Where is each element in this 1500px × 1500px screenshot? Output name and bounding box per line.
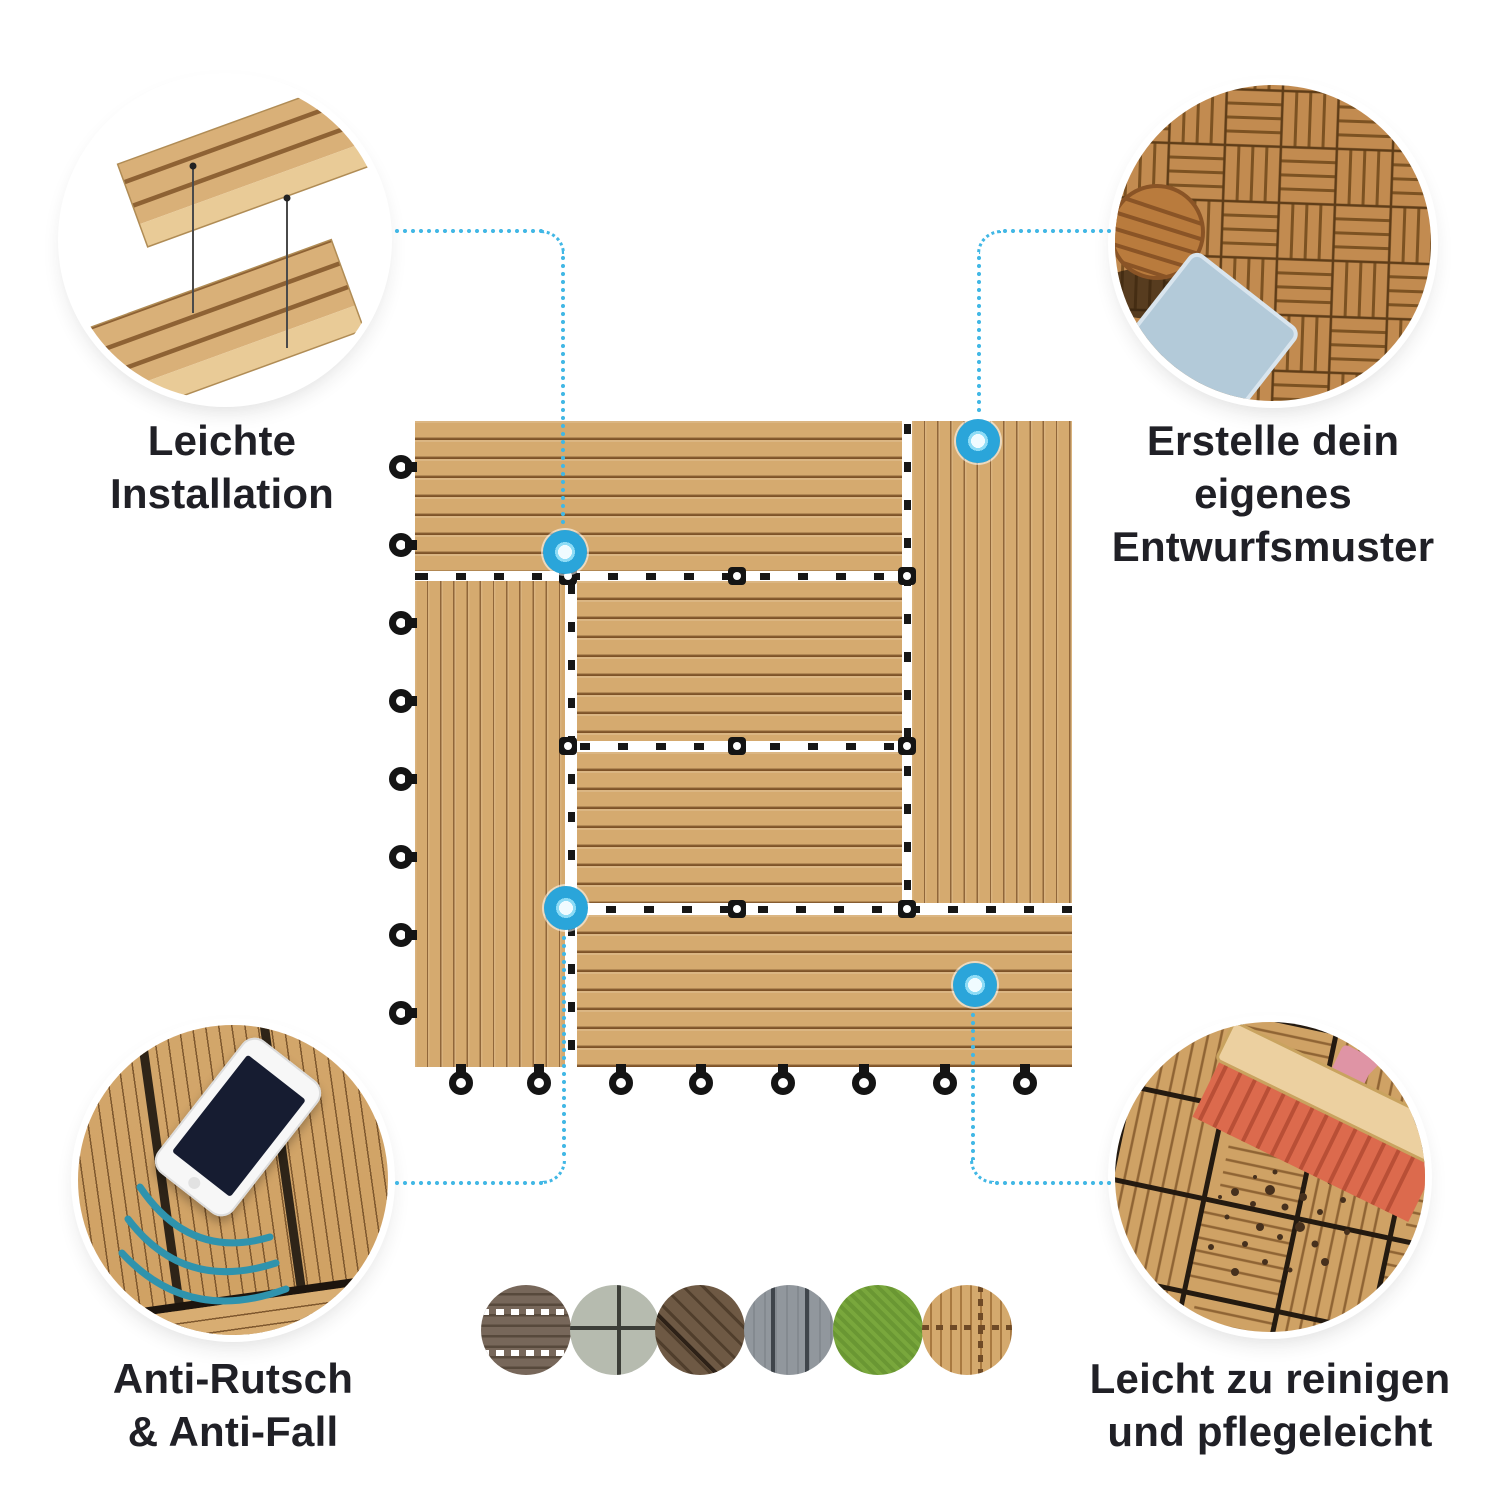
label-line: Leichte	[147, 417, 297, 464]
connector-hole	[898, 900, 916, 918]
connector-clip	[609, 1064, 633, 1095]
connector-clip	[389, 455, 417, 479]
callout-line-pattern	[1001, 229, 1113, 233]
deck-tile	[577, 915, 1072, 1067]
label-line: Anti-Rutsch	[112, 1355, 354, 1402]
broom-head	[1216, 1022, 1425, 1168]
connector-clip	[1013, 1064, 1037, 1095]
connector-hole	[728, 737, 746, 755]
cleaning-photo-icon	[1115, 1022, 1425, 1332]
feature-image-pattern	[1115, 85, 1431, 401]
connector-clip	[771, 1064, 795, 1095]
tile-seam	[565, 581, 577, 1067]
connector-clip	[389, 611, 417, 635]
feature-image-anti-slip	[78, 1025, 388, 1335]
label-line: Leicht zu reinigen	[1089, 1355, 1451, 1402]
label-line: & Anti-Fall	[127, 1408, 339, 1455]
pattern-photo-icon	[1115, 85, 1431, 401]
callout-line-corner	[970, 1160, 994, 1184]
color-swatch-gray	[744, 1285, 834, 1375]
deck-tile	[415, 421, 902, 571]
connector-hole	[728, 900, 746, 918]
feature-label-cleaning: Leicht zu reinigen und pflegeleicht	[1070, 1352, 1470, 1458]
lower-plank	[65, 238, 366, 400]
deck-tile	[577, 752, 902, 903]
callout-line-cleaning	[993, 1181, 1115, 1185]
connector-hole	[898, 567, 916, 585]
callout-line-corner	[977, 230, 1001, 254]
color-swatch-walnut-brown	[481, 1285, 571, 1375]
tile-seam	[902, 421, 912, 903]
dirt-specks	[1208, 1160, 1350, 1276]
feature-label-pattern: Erstelle dein eigenes Entwurfsmuster	[1073, 414, 1473, 573]
feature-label-installation: Leichte Installation	[22, 414, 422, 520]
connector-clip	[389, 689, 417, 713]
callout-marker-pattern	[956, 419, 1000, 463]
feature-label-anti-slip: Anti-Rutsch & Anti-Fall	[33, 1352, 433, 1458]
alignment-guide-lines	[189, 162, 291, 348]
label-line: Erstelle dein eigenes	[1146, 417, 1400, 517]
connector-clip	[389, 533, 417, 557]
callout-line-anti-slip	[393, 1181, 543, 1185]
tile-seam	[565, 903, 1072, 915]
connector-clip	[389, 1001, 417, 1025]
phone-home-button	[185, 1174, 203, 1192]
connector-hole	[728, 567, 746, 585]
connector-clip	[449, 1064, 473, 1095]
callout-marker-anti-slip	[544, 886, 588, 930]
callout-line-pattern	[977, 254, 981, 416]
label-line: und pflegeleicht	[1107, 1408, 1433, 1455]
callout-marker-installation	[543, 530, 587, 574]
leaf	[1122, 106, 1152, 128]
color-swatch-coffee-brown	[655, 1285, 745, 1375]
callout-line-installation	[393, 229, 543, 233]
connector-clip	[389, 767, 417, 791]
deck-tile	[577, 581, 902, 741]
deck-tile	[415, 581, 565, 1067]
shock-arcs-icon	[118, 1183, 290, 1305]
connector-clip	[689, 1064, 713, 1095]
callout-line-corner	[541, 230, 565, 254]
label-line: Installation	[109, 470, 335, 517]
connector-hole	[898, 737, 916, 755]
connector-clip	[852, 1064, 876, 1095]
feature-image-installation	[65, 80, 385, 400]
callout-line-corner	[542, 1160, 566, 1184]
label-line: Entwurfsmuster	[1111, 523, 1435, 570]
connector-clip	[389, 923, 417, 947]
color-swatch-grass-green	[833, 1285, 923, 1375]
connector-clip	[389, 845, 417, 869]
callout-marker-cleaning	[953, 963, 997, 1007]
wooden-stool	[1115, 184, 1205, 280]
deck-tile	[912, 421, 1072, 903]
callout-line-installation	[561, 254, 565, 526]
color-swatch-stone-gray	[570, 1285, 660, 1375]
tile-seam	[415, 571, 912, 581]
upper-plank	[116, 80, 385, 248]
callout-line-anti-slip	[562, 934, 566, 1160]
color-swatch-teak	[922, 1285, 1012, 1375]
connector-hole	[559, 737, 577, 755]
connector-clip	[933, 1064, 957, 1095]
installation-illustration-icon	[65, 80, 385, 400]
connector-clip	[527, 1064, 551, 1095]
callout-line-cleaning	[971, 1011, 975, 1160]
feature-image-cleaning	[1115, 1022, 1425, 1332]
